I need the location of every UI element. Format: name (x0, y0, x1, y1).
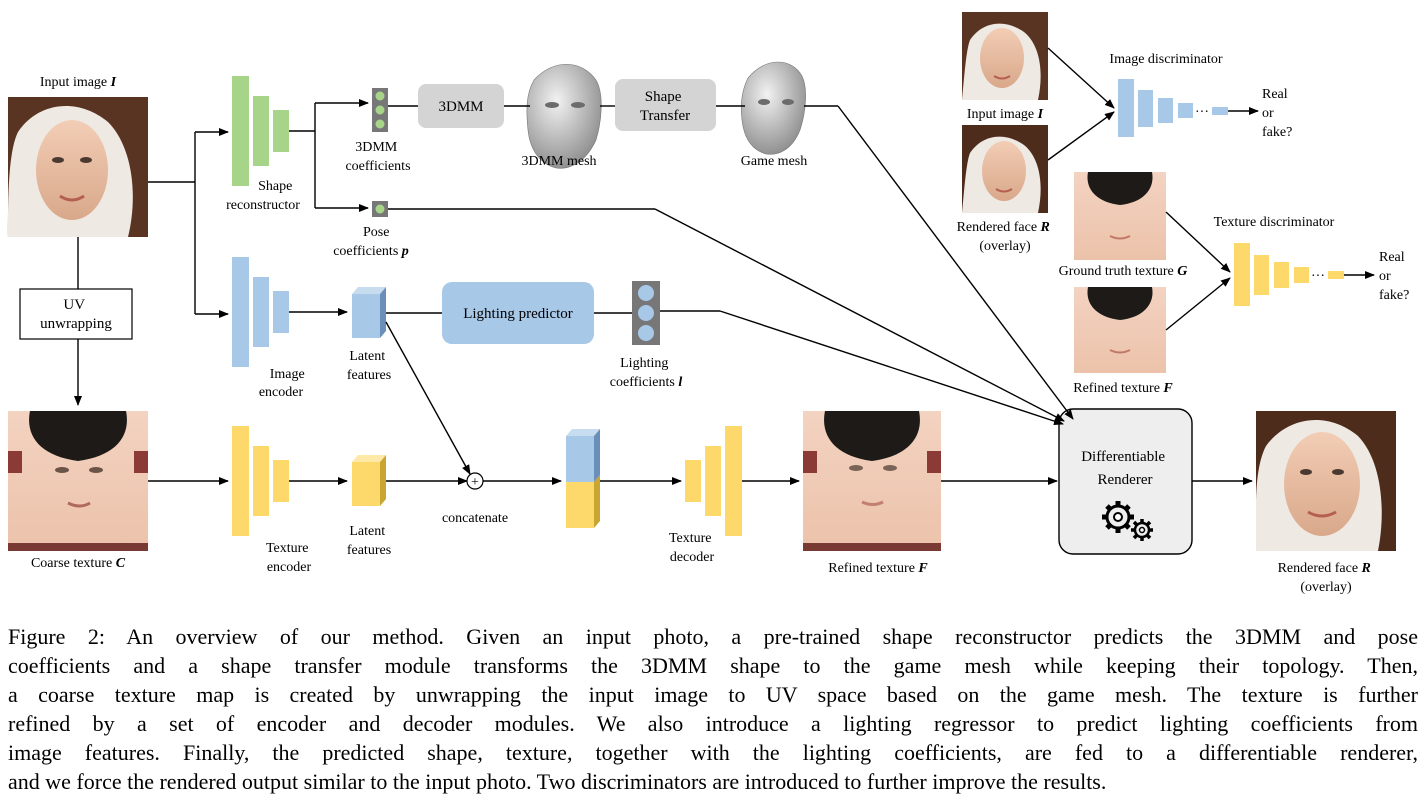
3dmm-mesh-image (526, 63, 602, 169)
3dmm-coefficients-label: 3DMM coefficients (345, 140, 410, 174)
ground-truth-texture-label: Ground truth texture G (1059, 264, 1188, 279)
lighting-coefficients-vector (632, 281, 660, 345)
lighting-coefficients-label: Lighting coefficients l (610, 356, 683, 390)
figure-caption: Figure 2: An overview of our method. Giv… (8, 622, 1418, 796)
latent-features-yellow-cube (352, 455, 386, 506)
caption-line: refined by a set of encoder and decoder … (8, 711, 1418, 736)
gears-icon (1102, 501, 1153, 541)
pose-coefficients-vector (372, 201, 388, 217)
lighting-predictor-box (442, 282, 594, 344)
3dmm-box-label: 3DMM (438, 99, 483, 115)
refined-texture-label: Refined texture F (828, 561, 928, 576)
image-encoder-block (232, 257, 289, 367)
latent-features-blue-cube (352, 287, 386, 338)
texture-disc-dots: ··· (1311, 269, 1325, 284)
3dmm-mesh-label: 3DMM mesh (521, 154, 596, 169)
shape-transfer-label: Shape Transfer (640, 89, 690, 124)
refined-texture-small-image (1074, 287, 1166, 373)
input-photo (8, 97, 148, 237)
concatenated-features-cube (566, 429, 600, 528)
lighting-predictor-label: Lighting predictor (463, 306, 573, 322)
caption-line: image features. Finally, the predicted s… (8, 740, 1418, 765)
latent-features-label-1: Latent features (347, 349, 391, 383)
image-disc-dots: ··· (1195, 105, 1209, 120)
shape-reconstructor-label: Shape reconstructor (226, 179, 300, 213)
image-encoder-label: Image encoder (259, 367, 308, 400)
3dmm-coefficients-vector (372, 88, 388, 132)
disc-rendered-face (962, 125, 1048, 213)
image-discriminator-block (1118, 79, 1228, 137)
caption-line: and we force the rendered output similar… (8, 769, 1107, 794)
caption-line: Figure 2: An overview of our method. Giv… (8, 624, 1418, 649)
latent-features-label-2: Latent features (347, 524, 391, 558)
image-disc-real-or-fake: Real or fake? (1262, 87, 1292, 140)
coarse-texture-label: Coarse texture C (31, 556, 126, 571)
disc-rendered-label: Rendered face R (overlay) (957, 220, 1054, 254)
game-mesh-image (740, 61, 806, 155)
texture-decoder-label: Texture decoder (669, 531, 715, 565)
ground-truth-texture-image (1074, 172, 1166, 260)
caption-line: a coarse texture map is created by unwra… (8, 682, 1418, 707)
uv-unwrapping-label: UV unwrapping (40, 297, 112, 332)
concatenate-plus: + (471, 475, 479, 490)
game-mesh-label: Game mesh (741, 154, 807, 169)
input-image-label: Input image I (40, 75, 117, 90)
texture-disc-real-or-fake: Real or fake? (1379, 250, 1409, 303)
method-diagram: Input image I UV unwrapping Shape recons… (8, 12, 1409, 595)
texture-discriminator-block (1234, 243, 1344, 306)
shape-reconstructor-block (232, 76, 289, 186)
image-discriminator-label: Image discriminator (1109, 52, 1222, 67)
texture-encoder-label: Texture encoder (266, 541, 312, 575)
rendered-face-label: Rendered face R (overlay) (1278, 561, 1375, 595)
shape-transfer-box (615, 79, 716, 131)
caption-line: coefficients and a shape transfer module… (8, 653, 1418, 678)
concatenate-label: concatenate (442, 511, 508, 526)
3dmm-box (418, 84, 504, 128)
coarse-texture-image (8, 411, 148, 551)
texture-decoder-block (685, 426, 742, 536)
texture-discriminator-label: Texture discriminator (1214, 215, 1335, 230)
renderer-label: Differentiable Renderer (1081, 449, 1169, 488)
refined-texture-small-label: Refined texture F (1073, 381, 1173, 396)
disc-input-photo (962, 12, 1048, 100)
disc-input-label: Input image I (967, 107, 1044, 122)
rendered-face-image (1256, 411, 1396, 551)
refined-texture-image (803, 411, 941, 551)
uv-unwrapping-box (19, 288, 133, 340)
texture-encoder-block (232, 426, 289, 536)
pose-coefficients-label: Pose coefficients p (333, 225, 409, 259)
